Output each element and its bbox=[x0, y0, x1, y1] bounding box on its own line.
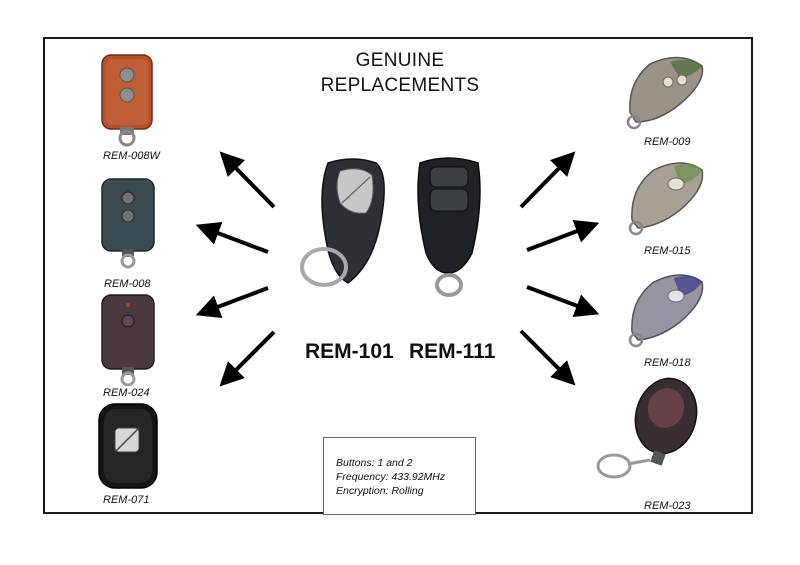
arrow-to-rem-009 bbox=[519, 151, 576, 209]
label-rem-018: REM-018 bbox=[644, 357, 691, 369]
title-line-1: GENUINE bbox=[355, 50, 445, 71]
arrow-to-rem-071 bbox=[219, 330, 276, 387]
label-rem-015: REM-015 bbox=[644, 245, 691, 257]
page-title: GENUINE REPLACEMENTS bbox=[300, 48, 500, 98]
model-rem-111: REM-111 bbox=[409, 340, 496, 363]
remote-rem-008w-image bbox=[101, 54, 153, 147]
title-line-2: REPLACEMENTS bbox=[320, 75, 480, 96]
remote-rem-101-image bbox=[300, 158, 385, 287]
remote-rem-111-image bbox=[417, 157, 481, 297]
arrow-to-rem-015 bbox=[526, 220, 600, 252]
remote-rem-015-image bbox=[628, 162, 704, 236]
model-rem-101: REM-101 bbox=[305, 340, 394, 363]
remote-rem-008-image bbox=[101, 178, 155, 269]
label-rem-008w: REM-008W bbox=[103, 150, 160, 162]
spec-encryption: Encryption: Rolling bbox=[336, 485, 424, 497]
remote-rem-024-image bbox=[101, 294, 155, 386]
arrow-to-rem-008 bbox=[195, 222, 269, 254]
label-rem-023: REM-023 bbox=[644, 500, 691, 512]
arrow-to-rem-008w bbox=[219, 151, 276, 209]
remote-rem-023-image bbox=[596, 377, 698, 479]
remote-rem-071-image bbox=[98, 403, 158, 489]
label-rem-024: REM-024 bbox=[103, 387, 150, 399]
label-rem-008: REM-008 bbox=[104, 278, 151, 290]
arrow-to-rem-018 bbox=[526, 285, 600, 317]
remote-rem-018-image bbox=[628, 274, 704, 348]
spec-frequency: Frequency: 433.92MHz bbox=[336, 471, 446, 483]
label-rem-009: REM-009 bbox=[644, 136, 691, 148]
remote-rem-009-image bbox=[626, 56, 704, 130]
arrow-to-rem-023 bbox=[519, 329, 576, 386]
spec-buttons: Buttons: 1 and 2 bbox=[336, 457, 413, 469]
label-rem-071: REM-071 bbox=[103, 494, 150, 506]
arrow-to-rem-024 bbox=[195, 286, 269, 318]
specs-box: Buttons: 1 and 2 Frequency: 433.92MHz En… bbox=[323, 437, 476, 515]
